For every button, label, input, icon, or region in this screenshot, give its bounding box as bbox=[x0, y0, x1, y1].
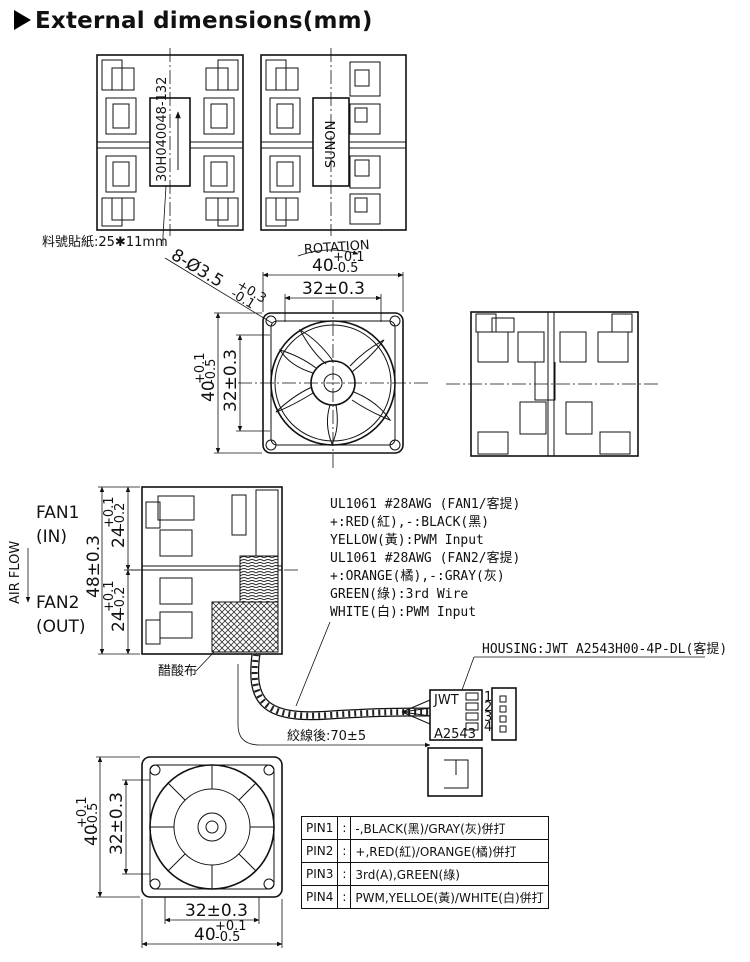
wire-spec: UL1061 #28AWG (FAN1/客提) +:RED(紅),-:BLACK… bbox=[295, 496, 520, 707]
brand-text: SUNON bbox=[324, 121, 339, 168]
label-note: 料號貼紙:25✱11mm bbox=[42, 235, 168, 250]
label-leader bbox=[162, 185, 167, 246]
pin-cell: PIN1 bbox=[300, 816, 339, 840]
label-sticker-text: 30H040048-132 bbox=[155, 77, 170, 182]
wire-spec-line: GREEN(綠):3rd Wire bbox=[330, 587, 468, 602]
holes-spec: 8-Ø3.5 bbox=[167, 245, 226, 292]
fan2-height: 24 bbox=[109, 610, 129, 632]
bottom-height-tol-lower: -0.5 bbox=[86, 803, 101, 828]
fan1-height: 24 bbox=[109, 526, 129, 548]
fan2-tol-upper: +0.1 bbox=[102, 580, 117, 612]
bottom-view: 40 +0.1 -0.5 32±0.3 32±0.3 40 +0.1 -0.5 bbox=[75, 756, 283, 948]
pin-cell: PIN3 bbox=[300, 862, 339, 886]
fan1-sub: (IN) bbox=[36, 527, 67, 547]
wire-length: 絞線後:70±5 bbox=[287, 728, 366, 744]
table-row: PIN4 : PWM,YELLOE(黃)/WHITE(白)併打 bbox=[300, 885, 549, 909]
fan1-tol-lower: -0.2 bbox=[113, 503, 128, 528]
sleeve-cloth bbox=[211, 601, 279, 653]
pin-cell: PIN4 bbox=[300, 885, 339, 909]
desc-cell: 3rd(A),GREEN(綠) bbox=[350, 862, 549, 886]
front-width-inner: 32±0.3 bbox=[302, 279, 365, 299]
connector-brand: JWT bbox=[433, 693, 459, 708]
table-row: PIN3 : 3rd(A),GREEN(綠) bbox=[300, 862, 549, 886]
wire-spec-leader bbox=[295, 621, 331, 707]
front-view: ROTATION 40 +0.1 -0.5 32±0.3 8-Ø3.5 +0.3… bbox=[164, 238, 428, 470]
front-width-outer-tol-upper: +0.1 bbox=[333, 250, 365, 265]
front-height-outer: 40 bbox=[199, 380, 219, 402]
bottom-width-tol-upper: +0.1 bbox=[215, 919, 247, 934]
bottom-height-inner: 32±0.3 bbox=[107, 792, 127, 855]
connector-face bbox=[491, 687, 517, 741]
fan2-tol-lower: -0.2 bbox=[113, 587, 128, 612]
front-width-outer: 40 bbox=[312, 256, 334, 276]
fan1-tol-upper: +0.1 bbox=[102, 496, 117, 528]
holes-leader bbox=[164, 257, 273, 324]
pin-number: 2 bbox=[484, 700, 492, 715]
pin-number: 3 bbox=[484, 710, 492, 725]
pin-number: 4 bbox=[484, 720, 492, 735]
sep-cell: : bbox=[337, 885, 352, 909]
side-view-dual: 48±0.3 24 +0.1 -0.2 24 +0.1 -0.2 FAN1 (I… bbox=[8, 486, 300, 679]
front-height-inner: 32±0.3 bbox=[221, 349, 241, 412]
sleeve-label: 醋酸布 bbox=[158, 663, 197, 679]
sep-cell: : bbox=[337, 839, 352, 863]
pin-table: PIN1 : -,BLACK(黑)/GRAY(灰)併打 PIN2 : +,RED… bbox=[300, 816, 549, 909]
table-row: PIN1 : -,BLACK(黑)/GRAY(灰)併打 bbox=[300, 816, 549, 840]
front-height-outer-tol-lower: -0.5 bbox=[204, 359, 219, 384]
front-height-outer-tol-upper: +0.1 bbox=[193, 352, 208, 384]
wire-spec-line: +:RED(紅),-:BLACK(黑) bbox=[330, 515, 489, 530]
fan-frame bbox=[141, 756, 283, 898]
bottom-height-outer: 40 bbox=[82, 824, 102, 846]
desc-cell: PWM,YELLOE(黃)/WHITE(白)併打 bbox=[350, 885, 549, 909]
top-view-brand-side: SUNON bbox=[260, 48, 407, 236]
wire-spec-line: UL1061 #28AWG (FAN2/客提) bbox=[330, 550, 520, 566]
connector-side bbox=[427, 747, 483, 797]
table-row: PIN2 : +,RED(紅)/ORANGE(橘)併打 bbox=[300, 839, 549, 863]
housing-spec: HOUSING:JWT A2543H00-4P-DL(客提) bbox=[482, 641, 727, 657]
desc-cell: +,RED(紅)/ORANGE(橘)併打 bbox=[350, 839, 549, 863]
sep-cell: : bbox=[337, 816, 352, 840]
page-title-text: External dimensions(mm) bbox=[35, 8, 373, 34]
fan2-label: FAN2 bbox=[36, 593, 79, 613]
front-width-outer-tol-lower: -0.5 bbox=[333, 261, 358, 276]
total-height: 48±0.3 bbox=[84, 535, 104, 598]
pin-cell: PIN2 bbox=[300, 839, 339, 863]
wire-spec-line: WHITE(白):PWM Input bbox=[330, 604, 476, 620]
sep-cell: : bbox=[337, 862, 352, 886]
top-view-label-side: 30H040048-132 bbox=[96, 48, 244, 236]
rotation-arrow-icon bbox=[297, 249, 359, 257]
page-title: External dimensions(mm) bbox=[14, 8, 373, 34]
fan2-sub: (OUT) bbox=[36, 617, 85, 637]
bottom-height-tol-upper: +0.1 bbox=[75, 796, 90, 828]
triangle-bullet-icon bbox=[14, 10, 31, 30]
wire-spec-line: UL1061 #28AWG (FAN1/客提) bbox=[330, 496, 520, 512]
wire-spec-line: YELLOW(黃):PWM Input bbox=[330, 533, 484, 548]
fan1-label: FAN1 bbox=[36, 503, 79, 523]
bottom-width-inner: 32±0.3 bbox=[185, 901, 248, 921]
connector: JWT A2543 1 2 3 4 bbox=[427, 687, 517, 797]
desc-cell: -,BLACK(黑)/GRAY(灰)併打 bbox=[350, 816, 549, 840]
connector-housing bbox=[429, 689, 483, 741]
bottom-width-tol-lower: -0.5 bbox=[215, 930, 240, 945]
wire-spec-line: +:ORANGE(橘),-:GRAY(灰) bbox=[330, 568, 505, 584]
side-view-right bbox=[446, 311, 660, 457]
bottom-width-outer: 40 bbox=[194, 925, 216, 945]
connector-model: A2543 bbox=[434, 727, 476, 742]
pin-number: 1 bbox=[484, 690, 492, 705]
airflow-label: AIR FLOW bbox=[8, 541, 23, 604]
